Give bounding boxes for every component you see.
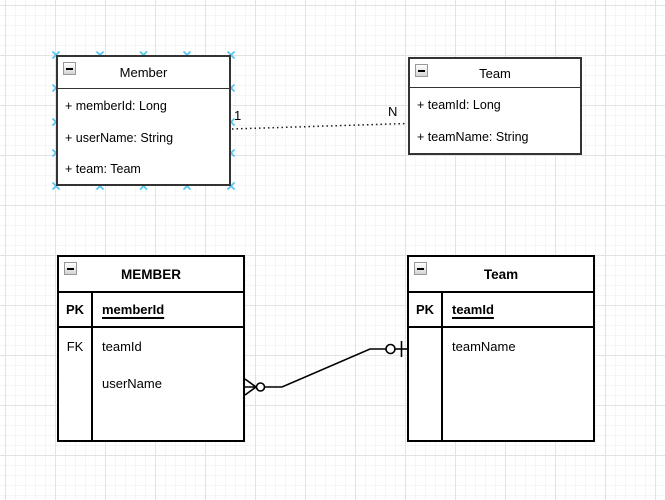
er-team-title: Team — [483, 266, 519, 282]
field-text: teamName — [452, 339, 516, 354]
uml-team-attribute[interactable]: + teamId: Long — [410, 88, 580, 121]
field-text: teamId — [102, 339, 142, 354]
zero-circle-icon — [255, 382, 266, 392]
collapse-minus-icon[interactable] — [64, 262, 77, 275]
attribute-text: + memberId: Long — [65, 98, 167, 113]
zero-circle-icon — [385, 343, 396, 355]
attribute-text: + team: Team — [65, 161, 141, 176]
collapse-minus-icon[interactable] — [415, 64, 428, 77]
field-memberid[interactable]: memberId — [102, 302, 165, 317]
er-team-title-row[interactable]: Team — [409, 257, 593, 293]
uml-team-attribute[interactable]: + teamName: String — [410, 121, 580, 153]
field-teamid[interactable]: teamId — [93, 328, 243, 365]
field-teamname[interactable]: teamName — [443, 328, 593, 365]
er-member-pk-row[interactable]: PK memberId — [59, 293, 243, 328]
key-cell[interactable]: PK — [409, 293, 443, 326]
attribute-text: + userName: String — [65, 130, 174, 145]
edge-line — [264, 348, 386, 388]
collapse-minus-icon[interactable] — [414, 262, 427, 275]
fk-label: FK — [66, 339, 84, 354]
uml-member-attribute[interactable]: + team: Team — [58, 153, 229, 184]
er-member-title-row[interactable]: MEMBER — [59, 257, 243, 293]
uml-association-edge[interactable] — [231, 122, 408, 130]
er-relationship-edge[interactable] — [244, 341, 407, 396]
er-table-member[interactable]: MEMBER PK memberId FK teamId userName — [57, 255, 245, 442]
field-text: userName — [102, 376, 162, 391]
multiplicity-label-1[interactable]: 1 — [234, 108, 242, 123]
er-member-title: MEMBER — [121, 266, 181, 282]
er-team-pk-row[interactable]: PK teamId — [409, 293, 593, 328]
uml-team-title-row[interactable]: Team — [410, 59, 580, 88]
er-table-team[interactable]: Team PK teamId teamName — [407, 255, 595, 442]
uml-class-member[interactable]: Member + memberId: Long + userName: Stri… — [56, 55, 231, 186]
uml-member-attribute[interactable]: + memberId: Long — [58, 89, 229, 122]
uml-member-title-row[interactable]: Member — [58, 57, 229, 89]
field-username[interactable]: userName — [93, 365, 243, 402]
key-cell[interactable]: PK — [59, 293, 93, 326]
collapse-minus-icon[interactable] — [63, 62, 76, 75]
crow-foot-many-icon — [244, 378, 257, 396]
key-cell[interactable]: FK — [59, 328, 93, 440]
attribute-text: + teamId: Long — [417, 97, 501, 112]
field-teamid[interactable]: teamId — [452, 302, 494, 317]
uml-member-title: Member — [119, 65, 168, 80]
uml-class-team[interactable]: Team + teamId: Long + teamName: String — [408, 57, 582, 155]
uml-member-attribute[interactable]: + userName: String — [58, 122, 229, 153]
multiplicity-label-n[interactable]: N — [388, 104, 398, 119]
uml-team-title: Team — [479, 65, 511, 81]
attribute-text: + teamName: String — [417, 130, 529, 144]
key-cell[interactable] — [409, 328, 443, 440]
